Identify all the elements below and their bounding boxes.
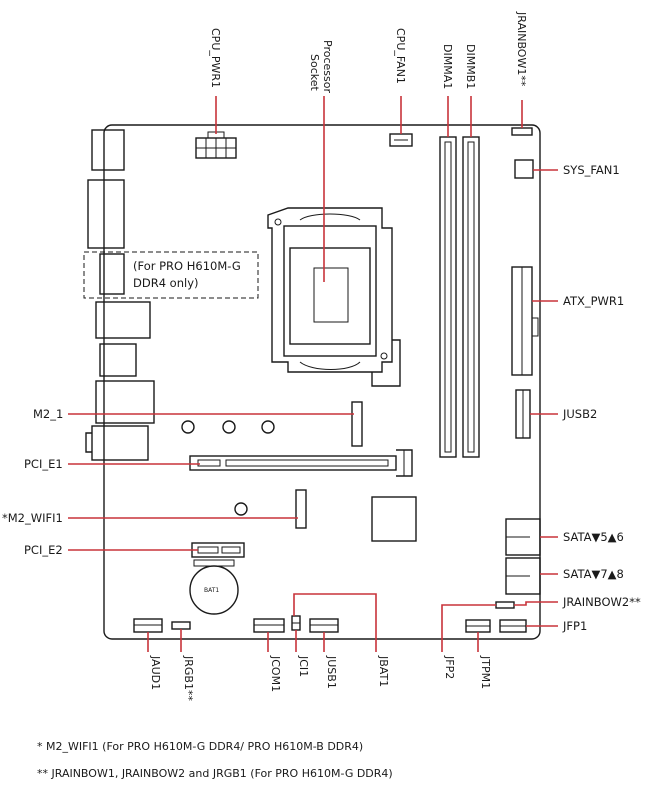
bat1-label: BAT1 bbox=[204, 587, 219, 594]
cpu-pwr1-connector bbox=[195, 131, 237, 159]
processor-socket-label-2: Socket bbox=[308, 54, 321, 92]
sys-fan1-connector bbox=[514, 159, 534, 179]
sata78-label: SATA▼7▲8 bbox=[563, 567, 624, 581]
hdmi-note-line1: (For PRO H610M-G bbox=[133, 259, 241, 273]
pci-e1-label: PCI_E1 bbox=[24, 457, 63, 471]
footnote-m2-wifi: * M2_WIFI1 (For PRO H610M-G DDR4/ PRO H6… bbox=[37, 740, 364, 753]
hdmi-dashed-box bbox=[83, 251, 259, 299]
jbat1-label: JBAT1 bbox=[377, 655, 390, 687]
sata56-label: SATA▼5▲6 bbox=[563, 530, 624, 544]
jusb2-connector bbox=[515, 389, 531, 439]
jci1-label: JCI1 bbox=[297, 655, 310, 677]
chipset bbox=[371, 496, 417, 542]
jrgb1-label: JRGB1** bbox=[182, 655, 195, 701]
atx-pwr1-connector bbox=[511, 266, 539, 376]
jtpm1-connector bbox=[465, 619, 491, 633]
rear-io-panel bbox=[85, 129, 155, 461]
jrainbow2-connector bbox=[495, 601, 515, 609]
cpu-fan1-label: CPU_FAN1 bbox=[394, 28, 407, 84]
jfp1-label: JFP1 bbox=[562, 619, 587, 633]
dimma1-label: DIMMA1 bbox=[441, 44, 454, 89]
m2-wifi1-label: *M2_WIFI1 bbox=[2, 511, 63, 525]
jrainbow1-connector bbox=[511, 127, 533, 136]
jusb2-label: JUSB2 bbox=[562, 407, 597, 421]
jtpm1-label: JTPM1 bbox=[479, 655, 492, 689]
jaud1-header bbox=[133, 618, 163, 633]
jrgb1-header bbox=[171, 621, 191, 630]
processor-socket bbox=[267, 207, 401, 387]
pci-e1-slot bbox=[189, 449, 413, 477]
jcom1-header bbox=[253, 618, 285, 633]
jusb1-header bbox=[309, 618, 339, 633]
m2-wifi1-slot bbox=[234, 489, 307, 529]
jci1-header bbox=[291, 615, 301, 631]
sata-ports bbox=[505, 518, 541, 595]
processor-socket-label-1: Processor bbox=[321, 40, 334, 93]
dimm-slots bbox=[439, 136, 480, 458]
pci-e2-slot bbox=[191, 542, 245, 558]
footnote-rainbow: ** JRAINBOW1, JRAINBOW2 and JRGB1 (For P… bbox=[37, 767, 393, 780]
jusb1-label: JUSB1 bbox=[325, 655, 338, 689]
jrainbow2-label: JRAINBOW2** bbox=[562, 595, 641, 609]
jfp2-label: JFP2 bbox=[443, 655, 456, 679]
jrainbow1-label: JRAINBOW1** bbox=[515, 11, 528, 87]
dimmb1-label: DIMMB1 bbox=[464, 44, 477, 89]
m2-1-slot bbox=[181, 401, 363, 447]
jfp1-connector bbox=[499, 619, 527, 633]
sys-fan1-label: SYS_FAN1 bbox=[563, 163, 620, 177]
jcom1-label: JCOM1 bbox=[269, 655, 282, 692]
cpu-pwr1-label: CPU_PWR1 bbox=[209, 28, 222, 88]
jaud1-label: JAUD1 bbox=[149, 655, 162, 690]
pci-e2-label: PCI_E2 bbox=[24, 543, 63, 557]
bat1-battery: BAT1 bbox=[189, 559, 239, 615]
atx-pwr1-label: ATX_PWR1 bbox=[563, 294, 624, 308]
hdmi-note-line2: DDR4 only) bbox=[133, 276, 199, 290]
m2-1-label: M2_1 bbox=[33, 407, 63, 421]
callout-lines bbox=[68, 96, 558, 652]
board-outline bbox=[103, 124, 541, 640]
